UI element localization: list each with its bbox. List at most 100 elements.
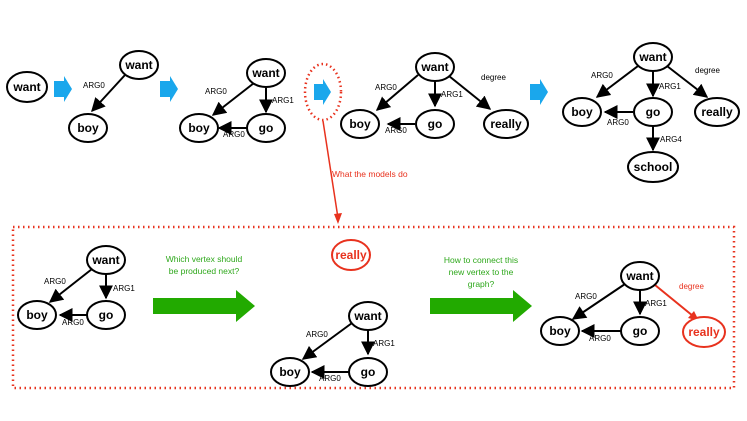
detail-graph-b: ARG0 ARG1 ARG0 want boy go	[270, 301, 395, 387]
node-want-label: want	[12, 80, 40, 94]
edge-degree	[666, 65, 709, 98]
highlight-circle	[303, 62, 343, 122]
blue-arrow-2	[160, 76, 178, 102]
node-boy-label: boy	[571, 105, 593, 119]
blue-arrow-3	[314, 79, 331, 105]
edge-label-arg1: ARG1	[113, 284, 135, 293]
node-want	[6, 71, 48, 103]
edge-label-arg1: ARG1	[659, 82, 681, 91]
green-arrow-2	[430, 290, 532, 322]
node-want-label: want	[124, 58, 152, 72]
edge-label-arg1: ARG1	[441, 90, 463, 99]
detail-box	[11, 225, 736, 390]
node-boy-label: boy	[77, 121, 99, 135]
node-go-label: go	[99, 308, 114, 322]
edge-label-arg0-go-boy: ARG0	[607, 118, 629, 127]
node-boy-label: boy	[349, 117, 371, 131]
candidate-node-really	[331, 239, 371, 271]
node-want	[415, 52, 455, 82]
edge-label-arg0: ARG0	[306, 330, 328, 339]
edge-label-arg4: ARG4	[660, 135, 682, 144]
edge-arg0	[211, 82, 255, 116]
step-1-graph: want	[6, 71, 48, 103]
models-do-note: What the models do	[332, 169, 408, 179]
how-connect-line-3: graph?	[468, 279, 495, 289]
node-want-label: want	[91, 253, 119, 267]
node-want-label: want	[638, 50, 666, 64]
edge-label-arg0: ARG0	[575, 292, 597, 301]
edge-arg0	[301, 322, 353, 360]
node-go-label: go	[646, 105, 661, 119]
detail-graph-c: ARG0 ARG1 ARG0 degree want boy go really	[540, 261, 726, 348]
blue-arrow-4	[530, 79, 548, 105]
edge-label-degree: degree	[695, 66, 720, 75]
node-go	[620, 316, 660, 346]
edge-label-arg0: ARG0	[205, 87, 227, 96]
node-boy	[17, 300, 57, 330]
edge-label-arg0: ARG0	[83, 81, 105, 90]
node-really	[694, 97, 740, 127]
edge-label-arg0-go-boy: ARG0	[319, 374, 341, 383]
node-go-label: go	[259, 121, 274, 135]
how-connect-line-2: new vertex to the	[449, 267, 514, 277]
node-really-label: really	[701, 105, 733, 119]
green-arrow-1	[153, 290, 255, 322]
node-go	[633, 97, 673, 127]
node-boy	[340, 109, 380, 139]
node-go-label: go	[361, 365, 376, 379]
node-boy-label: boy	[188, 121, 210, 135]
node-really-new	[682, 316, 726, 348]
blue-arrow-1	[54, 76, 72, 102]
node-boy	[270, 357, 310, 387]
node-want	[119, 50, 159, 80]
node-go	[246, 113, 286, 143]
edge-label-arg0-go-boy: ARG0	[589, 334, 611, 343]
node-go	[348, 357, 388, 387]
candidate-node-really-label: really	[335, 248, 367, 262]
edge-label-arg1: ARG1	[645, 299, 667, 308]
edge-label-degree: degree	[481, 73, 506, 82]
edge-degree	[448, 75, 492, 110]
edge-label-arg0: ARG0	[375, 83, 397, 92]
node-go	[415, 109, 455, 139]
step-3-graph: ARG0 ARG1 ARG0 want boy go	[179, 58, 294, 143]
red-connector-arrowhead	[334, 213, 342, 224]
node-want	[348, 301, 388, 331]
node-go-label: go	[428, 117, 443, 131]
edge-label-arg0-go-boy: ARG0	[62, 318, 84, 327]
node-boy-label: boy	[26, 308, 48, 322]
node-school-label: school	[634, 160, 673, 174]
node-school	[627, 151, 679, 183]
node-want	[633, 42, 673, 72]
node-boy	[68, 113, 108, 143]
edge-arg0	[91, 74, 126, 113]
node-boy-label: boy	[279, 365, 301, 379]
node-want	[86, 245, 126, 275]
node-want-label: want	[353, 309, 381, 323]
detail-graph-a: ARG0 ARG1 ARG0 want boy go	[17, 245, 135, 330]
how-connect-line-1: How to connect this	[444, 255, 518, 265]
edge-arg0	[571, 283, 626, 320]
edge-label-degree-new: degree	[679, 282, 704, 291]
step-2-graph: ARG0 want boy	[68, 50, 159, 143]
node-go	[86, 300, 126, 330]
node-want-label: want	[251, 66, 279, 80]
node-boy	[562, 97, 602, 127]
edge-arg0	[375, 74, 419, 111]
node-really	[483, 109, 529, 139]
edge-degree-new	[654, 284, 694, 317]
edge-arg0	[48, 268, 93, 303]
node-want-label: want	[420, 60, 448, 74]
node-go-label: go	[633, 324, 648, 338]
edge-label-arg0: ARG0	[591, 71, 613, 80]
node-boy-label: boy	[549, 324, 571, 338]
node-boy	[179, 113, 219, 143]
edge-label-arg0: ARG0	[44, 277, 66, 286]
step-5-graph: ARG0 ARG1 degree ARG0 ARG4 want boy go r…	[562, 42, 740, 183]
which-vertex-line-1: Which vertex should	[166, 254, 243, 264]
node-want-label: want	[625, 269, 653, 283]
edge-label-arg0-go-boy: ARG0	[385, 126, 407, 135]
edge-label-arg1: ARG1	[373, 339, 395, 348]
red-connector-line	[322, 120, 339, 219]
